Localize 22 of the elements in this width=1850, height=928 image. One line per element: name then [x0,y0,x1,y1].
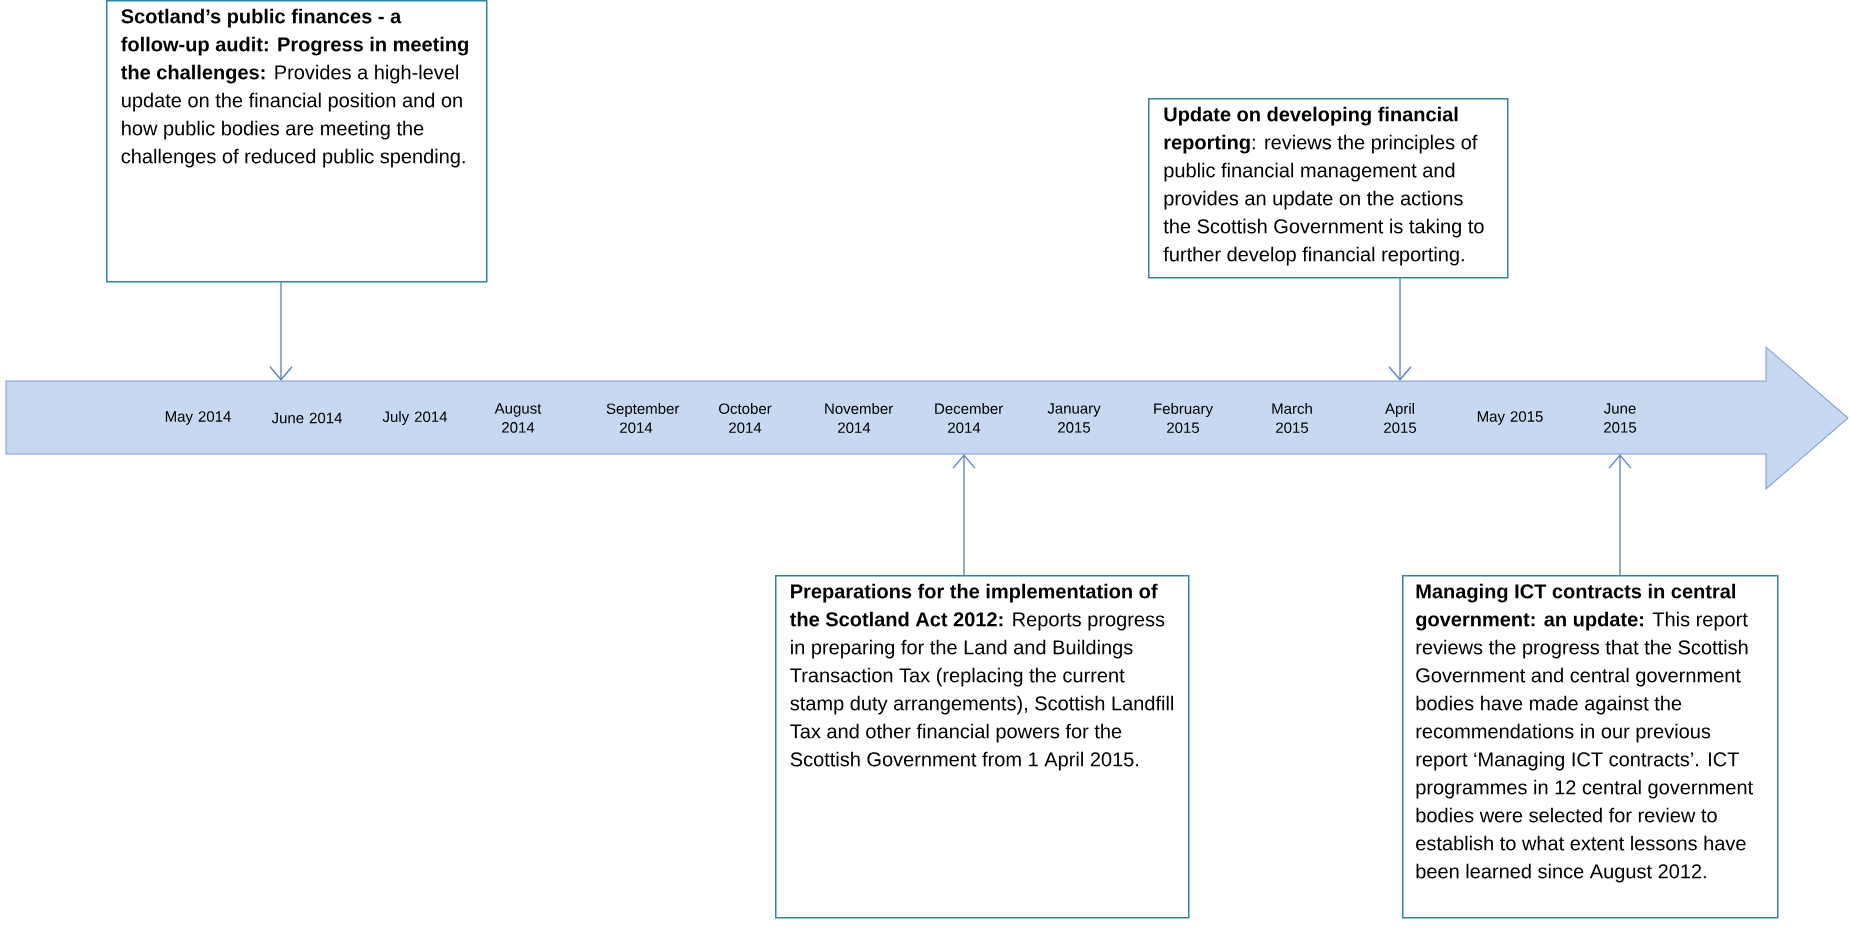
arrow [269,281,293,381]
month-label: February 2015 [1154,403,1213,433]
month-label: October 2014 [719,403,772,433]
arrow [1608,454,1632,576]
text-box: Preparations for the implementation of the Scotland Act 2012: Reports progress in preparing for the Land and Buildings Transaction Tax (replacing the current stamp duty arrangements), Scottish Landfill Tax and other financial powers for the Scottish Government from 1 April 2015. [775,575,1190,919]
text-box: Scotland’s public finances - a follow-up audit: Progress in meeting the challenges: Provides a high-level update on the financial position and on how public bodies are meeting the challenges of reduced public spending. [106,0,488,283]
month-label: January 2015 [1047,403,1101,433]
text-box: Update on developing financial reporting: reviews the principles of public financial management and provides an update on the actions the Scottish Government is taking to further develop financial reporting. [1148,98,1509,279]
month-label: August 2014 [494,403,542,433]
month-label: March 2015 [1272,403,1312,433]
arrow [1388,277,1412,381]
month-label: May 2015 [1477,411,1543,425]
month-label: September 2014 [606,403,680,433]
month-label: July 2014 [382,411,448,425]
month-label: November 2014 [825,403,893,433]
month-label: May 2014 [165,411,231,425]
month-label: April 2015 [1384,403,1417,433]
text-box: Managing ICT contracts in central government: an update: This report reviews the progress that the Scottish Government and central government bodies have made against the recommendations in our previous report ‘Managing ICT contracts’. ICT programmes in 12 central government bodies were selected for review to establish to what extent lessons have been learned since August 2012. [1402,575,1779,919]
month-label: June 2015 [1604,403,1637,433]
arrow [952,454,976,576]
month-label: December 2014 [935,403,1003,433]
month-label: June 2014 [271,412,342,424]
